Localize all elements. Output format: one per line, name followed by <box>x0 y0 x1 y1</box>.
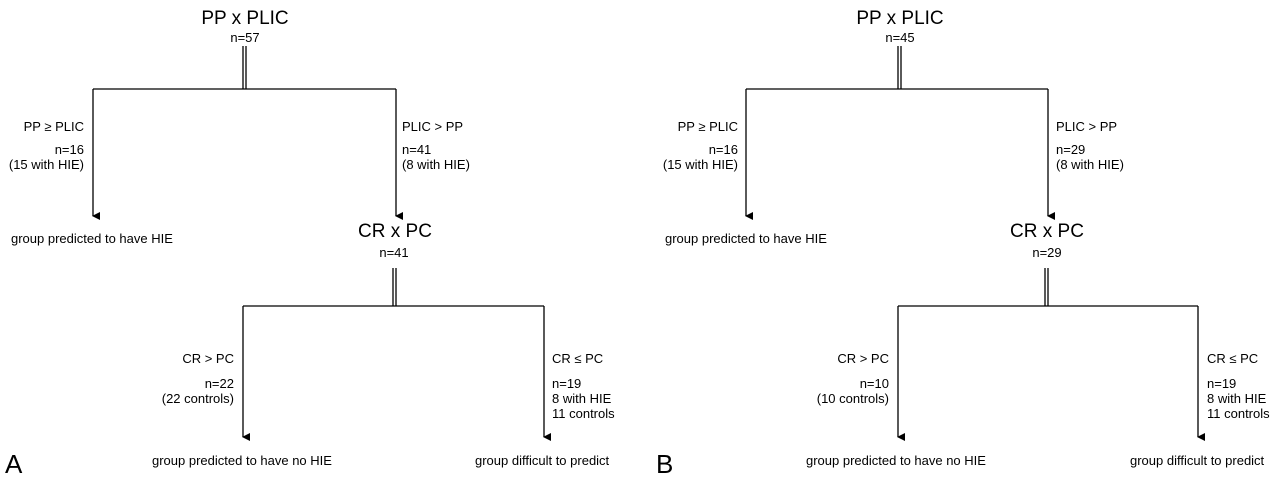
panel-letter: A <box>5 449 23 479</box>
right-branch-detail: (8 with HIE) <box>402 157 470 172</box>
right-branch-detail: (8 with HIE) <box>1056 157 1124 172</box>
sub-left-count: n=22 <box>204 376 234 391</box>
sub-right-count: n=19 <box>1207 376 1237 391</box>
sub-left-detail: (22 controls) <box>161 391 234 406</box>
sub-node-title: CR x PC <box>1010 221 1084 242</box>
sub-left-outcome-label: group predicted to have no HIE <box>152 453 332 468</box>
panel-b-lines <box>745 46 1205 441</box>
left-branch-condition: PP ≥ PLIC <box>23 119 84 134</box>
root-node-title: PP x PLIC <box>856 8 944 29</box>
sub-right-condition: CR ≤ PC <box>1207 351 1259 366</box>
panel-letter: B <box>656 449 674 479</box>
left-branch-detail: (15 with HIE) <box>8 157 84 172</box>
sub-right-condition: CR ≤ PC <box>552 351 604 366</box>
sub-left-condition: CR > PC <box>837 351 889 366</box>
sub-left-condition: CR > PC <box>182 351 234 366</box>
panel-a-lines <box>92 46 551 441</box>
sub-left-outcome-label: group predicted to have no HIE <box>806 453 986 468</box>
left-branch-condition: PP ≥ PLIC <box>677 119 738 134</box>
right-branch-condition: PLIC > PP <box>402 119 464 134</box>
left-branch-detail: (15 with HIE) <box>662 157 738 172</box>
sub-right-detail-1: 8 with HIE <box>552 391 612 406</box>
root-node-count: n=57 <box>230 30 260 45</box>
right-branch-count: n=29 <box>1056 142 1086 157</box>
sub-left-count: n=10 <box>859 376 889 391</box>
sub-right-detail-1: 8 with HIE <box>1207 391 1267 406</box>
root-node-title: PP x PLIC <box>201 8 289 29</box>
right-branch-count: n=41 <box>402 142 432 157</box>
root-node-count: n=45 <box>885 30 915 45</box>
sub-right-outcome-label: group difficult to predict <box>475 453 610 468</box>
sub-node-count: n=29 <box>1032 245 1062 260</box>
sub-node-count: n=41 <box>379 245 409 260</box>
left-branch-count: n=16 <box>54 142 84 157</box>
sub-right-outcome-label: group difficult to predict <box>1130 453 1265 468</box>
left-outcome-label: group predicted to have HIE <box>11 231 173 246</box>
left-outcome-label: group predicted to have HIE <box>665 231 827 246</box>
right-branch-condition: PLIC > PP <box>1056 119 1118 134</box>
sub-right-count: n=19 <box>552 376 582 391</box>
left-branch-count: n=16 <box>708 142 738 157</box>
sub-right-detail-2: 11 controls <box>1207 406 1270 421</box>
sub-node-title: CR x PC <box>358 221 432 242</box>
sub-left-detail: (10 controls) <box>816 391 889 406</box>
sub-right-detail-2: 11 controls <box>552 406 615 421</box>
